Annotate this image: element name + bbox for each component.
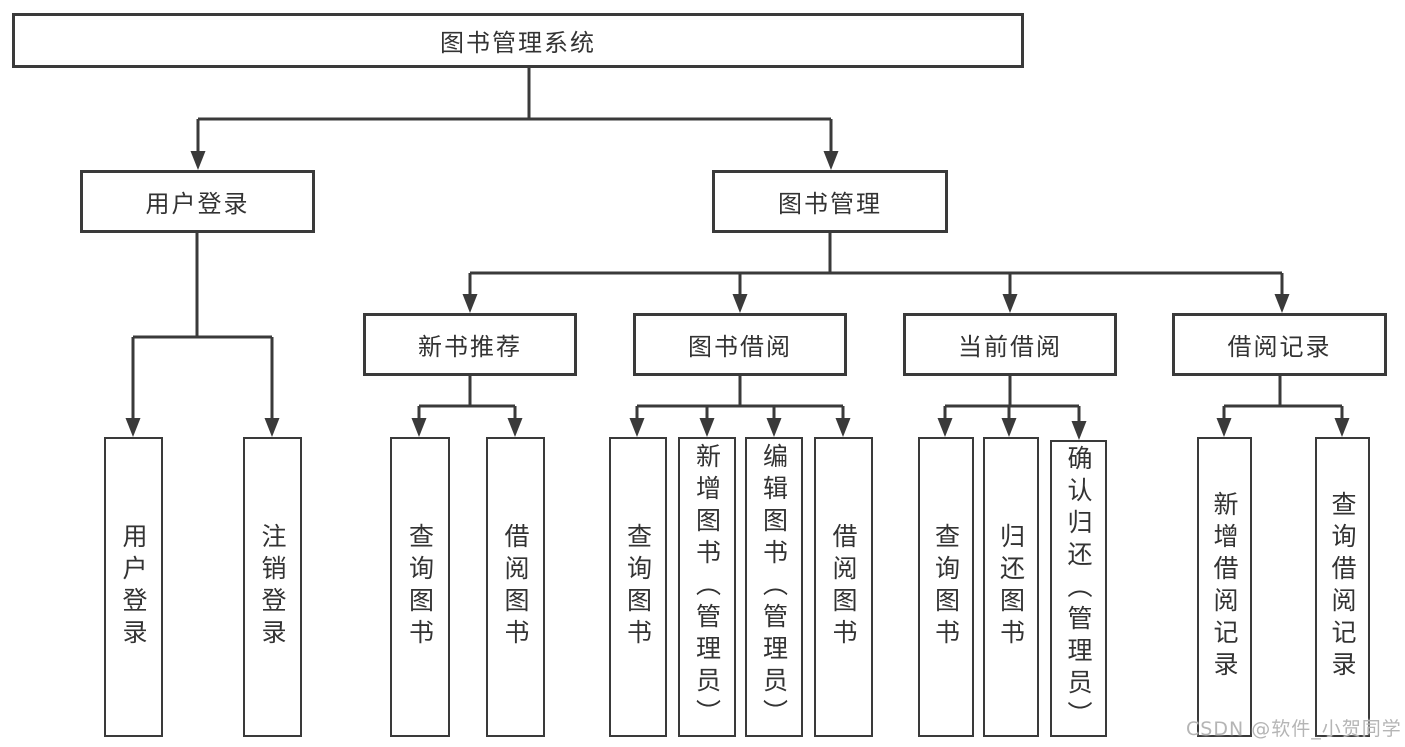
node-bb-query-books-label: 查询图书 (623, 523, 653, 651)
node-br-add-record: 新增借阅记录 (1197, 437, 1252, 737)
node-user-login: 用户登录 (80, 170, 315, 233)
node-cb-query-books: 查询图书 (918, 437, 974, 737)
node-root: 图书管理系统 (12, 13, 1024, 68)
node-borrow-records-label: 借阅记录 (1227, 333, 1332, 361)
node-logout-label: 注销登录 (258, 523, 287, 651)
node-cb-return-books: 归还图书 (983, 437, 1039, 737)
node-current-borrow-label: 当前借阅 (958, 333, 1062, 361)
node-cb-return-books-label: 归还图书 (996, 523, 1026, 651)
node-book-borrow-label: 图书借阅 (688, 333, 792, 361)
node-bb-edit-books-admin: 编辑图书（管理员） (745, 437, 803, 737)
node-book-borrow: 图书借阅 (633, 313, 847, 376)
node-nb-query-books: 查询图书 (390, 437, 450, 737)
node-cb-confirm-return-admin-label: 确认归还（管理员） (1064, 444, 1093, 733)
node-user-login-label: 用户登录 (145, 190, 250, 218)
node-bb-add-books-admin: 新增图书（管理员） (678, 437, 736, 737)
node-nb-borrow-books: 借阅图书 (486, 437, 545, 737)
node-book-mgmt-label: 图书管理 (778, 190, 882, 218)
node-cb-confirm-return-admin: 确认归还（管理员） (1050, 440, 1107, 737)
node-br-query-record: 查询借阅记录 (1315, 437, 1370, 737)
node-new-books-label: 新书推荐 (418, 333, 522, 361)
node-cb-query-books-label: 查询图书 (931, 523, 961, 651)
node-new-books: 新书推荐 (363, 313, 577, 376)
node-bb-borrow-books-label: 借阅图书 (829, 523, 858, 651)
node-bb-borrow-books: 借阅图书 (814, 437, 873, 737)
node-nb-borrow-books-label: 借阅图书 (501, 523, 530, 651)
watermark: CSDN @软件_小贺同学 (1186, 718, 1402, 740)
node-nb-query-books-label: 查询图书 (405, 523, 435, 651)
node-logout: 注销登录 (243, 437, 302, 737)
node-login-user: 用户登录 (104, 437, 163, 737)
node-bb-edit-books-admin-label: 编辑图书（管理员） (759, 443, 789, 731)
node-br-query-record-label: 查询借阅记录 (1328, 491, 1357, 683)
node-current-borrow: 当前借阅 (903, 313, 1117, 376)
node-bb-add-books-admin-label: 新增图书（管理员） (692, 443, 722, 731)
node-bb-query-books: 查询图书 (609, 437, 667, 737)
node-borrow-records: 借阅记录 (1172, 313, 1387, 376)
node-book-mgmt: 图书管理 (712, 170, 948, 233)
node-root-label: 图书管理系统 (440, 29, 596, 57)
node-br-add-record-label: 新增借阅记录 (1210, 491, 1239, 683)
node-login-user-label: 用户登录 (119, 523, 148, 651)
